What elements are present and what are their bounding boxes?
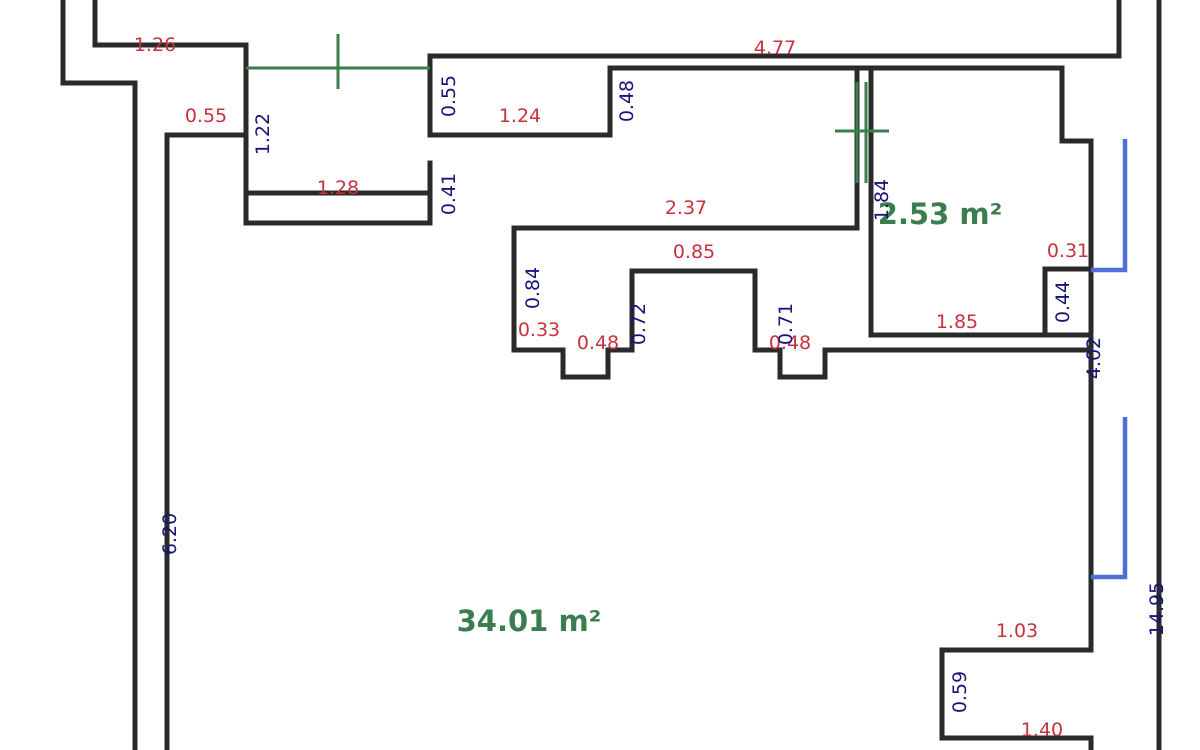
dimension-label-horizontal: 0.85 (673, 241, 715, 263)
outer-left-wall (60, 0, 138, 750)
dimension-label-vertical: 4.02 (1083, 337, 1105, 379)
dimension-label-horizontal: 0.33 (518, 319, 560, 341)
small-ledge-bottom (243, 190, 433, 226)
dimension-label-horizontal: 1.85 (936, 311, 978, 333)
top-left-wall (92, 0, 249, 196)
dimension-label-horizontal: 4.77 (754, 37, 796, 59)
dimension-label-horizontal: 2.37 (665, 197, 707, 219)
dimension-label-vertical: 0.44 (1052, 281, 1074, 323)
dimension-label-vertical: 1.22 (252, 113, 274, 155)
dimension-label-vertical: 0.84 (522, 267, 544, 309)
doors (246, 34, 889, 183)
dimension-label-horizontal: 0.31 (1047, 240, 1089, 262)
kitchen-wall (511, 225, 1094, 380)
right-inner-wall (939, 266, 1094, 750)
walls (60, 0, 1162, 750)
area-labels: 34.01 m² 2.53 m² (457, 197, 1003, 638)
dimension-label-vertical: 6.20 (159, 513, 181, 555)
inner-left-wall (164, 132, 249, 750)
dimension-label-horizontal: 0.48 (577, 332, 619, 354)
dimension-label-vertical: 1.84 (871, 179, 893, 221)
small-room-wall (854, 65, 1094, 338)
vertical-dimension-labels: 0.55 0.48 1.22 0.41 1.84 0.84 0.72 0.71 0.44 4.02… (159, 75, 1168, 713)
dimension-label-vertical: 0.71 (775, 303, 797, 345)
top-wall (427, 0, 1122, 71)
corridor-wall-top (427, 65, 860, 231)
window-lower-right (1091, 417, 1128, 580)
dimension-label-vertical: 0.59 (949, 671, 971, 713)
dimension-label-horizontal: 0.48 (769, 332, 811, 354)
dimension-label-vertical: 0.72 (628, 303, 650, 345)
dimension-label-vertical: 0.41 (438, 173, 460, 215)
windows (1091, 139, 1128, 580)
room-area-small: 2.53 m² (878, 197, 1003, 231)
dimension-label-horizontal: 1.03 (996, 620, 1038, 642)
window-upper-right (1091, 139, 1128, 273)
dimension-label-horizontal: 1.40 (1021, 719, 1063, 741)
dimension-label-horizontal: 1.26 (134, 34, 176, 56)
room-area-main: 34.01 m² (457, 604, 602, 638)
horizontal-dimension-labels: 1.26 4.77 0.55 1.24 1.28 2.37 0.85 0.31 0.33 0.48… (134, 34, 1089, 741)
dimension-label-vertical: 0.55 (438, 75, 460, 117)
dimension-label-horizontal: 1.28 (317, 177, 359, 199)
dimension-label-horizontal: 1.24 (499, 105, 541, 127)
dimension-label-vertical: 0.48 (616, 80, 638, 122)
dimension-label-horizontal: 0.55 (185, 105, 227, 127)
dimension-label-vertical: 14.95 (1146, 582, 1168, 636)
